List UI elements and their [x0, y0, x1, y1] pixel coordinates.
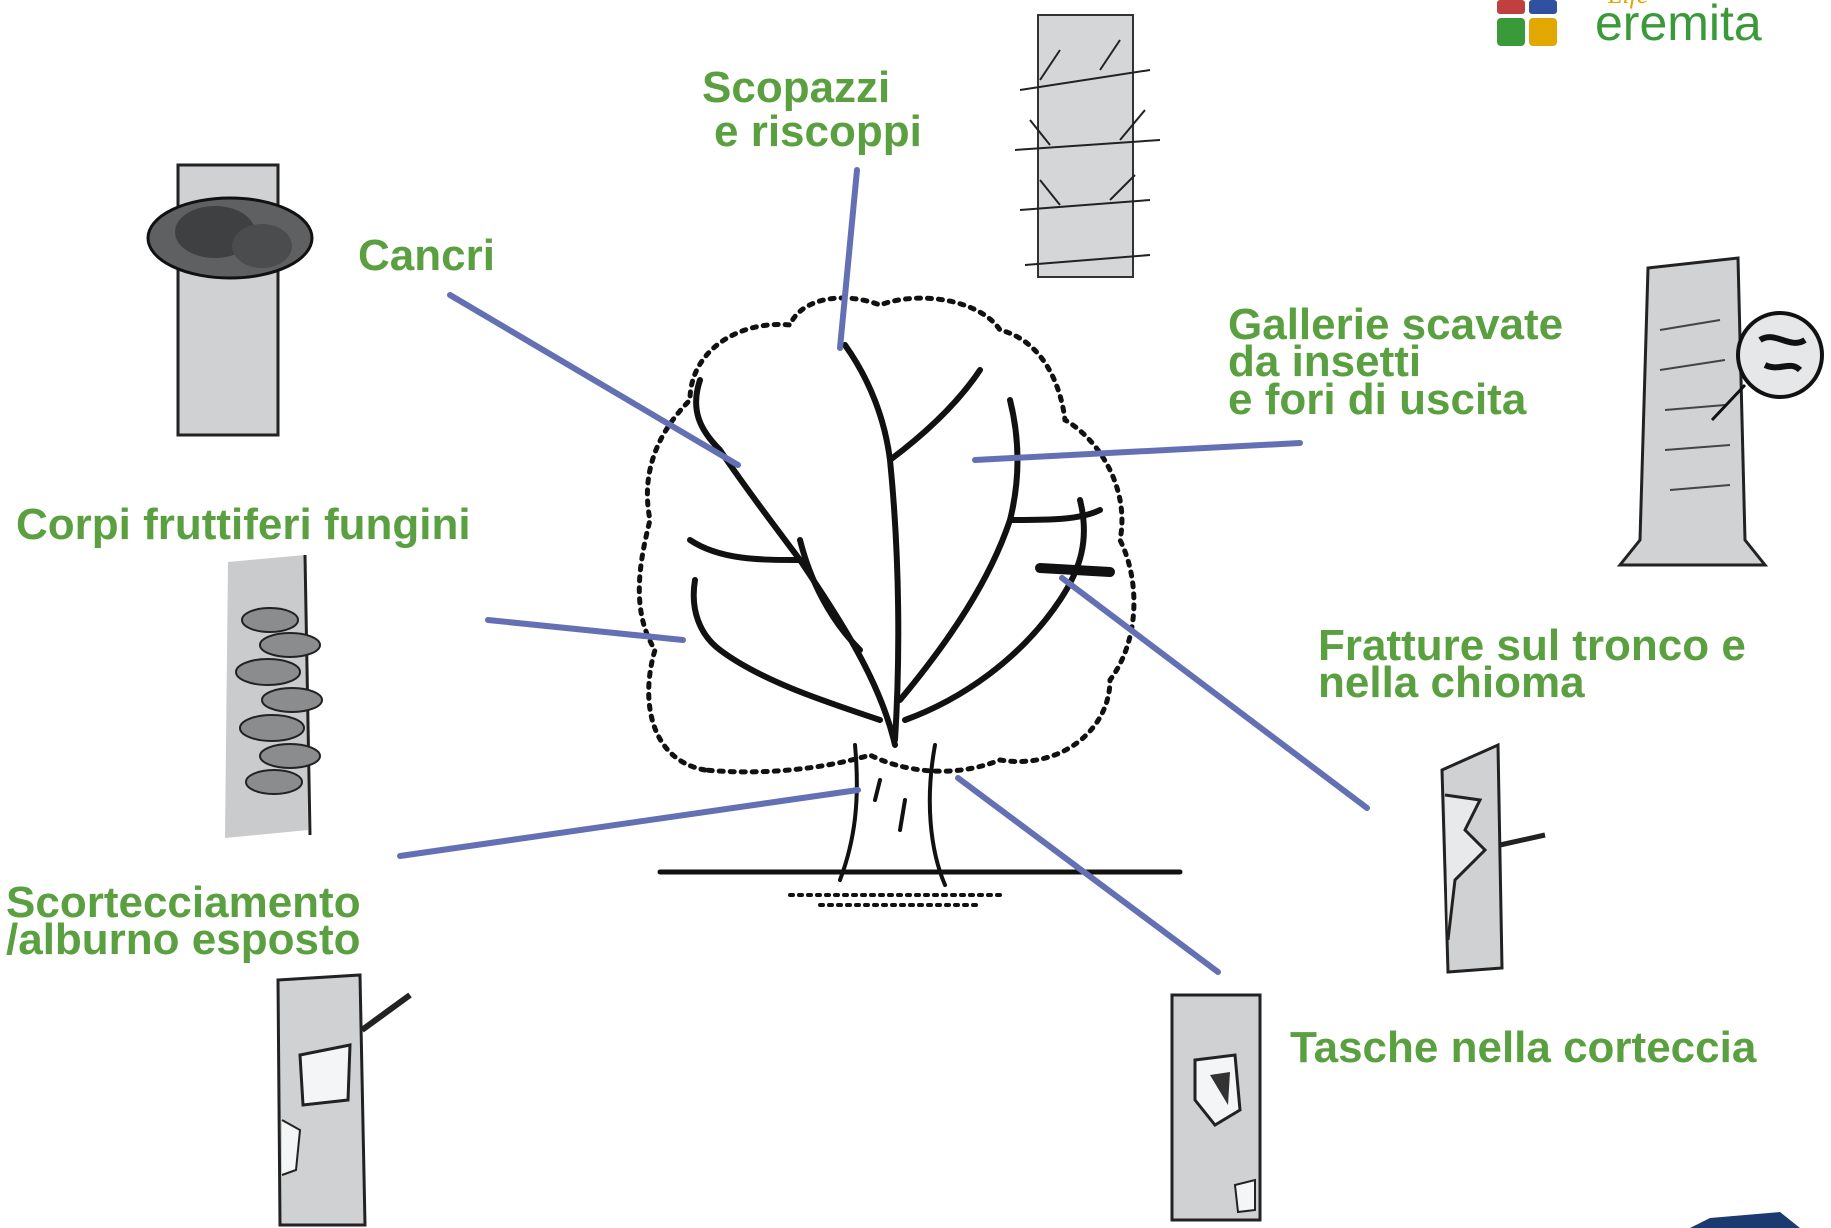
leader-lines: [400, 170, 1367, 972]
branches: [690, 345, 1100, 745]
leader-tasche: [958, 778, 1218, 972]
leader-scopazzi: [840, 170, 857, 348]
label-gallerie: Gallerie scavate da insetti e fori di us…: [1228, 306, 1563, 418]
illustration-gallerie: [1620, 258, 1822, 565]
wound-mark: [1040, 568, 1110, 572]
label-scopazzi-line1: Scopazzi: [702, 66, 922, 110]
logo: Life eremita: [1490, 0, 1790, 60]
label-scopazzi: Scopazzi e riscoppi: [702, 66, 922, 154]
leader-scortecciamento: [400, 790, 858, 856]
roots: [790, 895, 1000, 905]
crown-outline: [639, 298, 1134, 772]
label-cancri: Cancri: [358, 234, 495, 278]
label-tasche-text: Tasche nella corteccia: [1290, 1026, 1756, 1070]
illustration-scortecciamento: [278, 975, 410, 1225]
label-corpi: Corpi fruttiferi fungini: [16, 503, 471, 547]
logo-wordmark: eremita: [1595, 0, 1762, 52]
label-cancri-text: Cancri: [358, 234, 495, 278]
illustration-scopazzi: [1015, 15, 1160, 277]
illustration-corpi: [225, 555, 322, 838]
label-gallerie-line3: e fori di uscita: [1228, 381, 1563, 418]
illustration-cancri: [148, 165, 312, 435]
central-tree: [639, 298, 1180, 905]
label-corpi-text: Corpi fruttiferi fungini: [16, 503, 471, 547]
leader-corpi: [488, 620, 683, 640]
corner-mark: [1690, 1212, 1800, 1228]
label-scortecciamento: Scortecciamento /alburno esposto: [6, 884, 361, 959]
leader-gallerie: [975, 443, 1300, 460]
label-tasche: Tasche nella corteccia: [1290, 1026, 1756, 1070]
label-scopazzi-line2: e riscoppi: [702, 110, 922, 154]
label-scortecciamento-line2: /alburno esposto: [6, 921, 361, 958]
illustration-fratture: [1442, 745, 1545, 972]
illustration-tasche: [1172, 995, 1260, 1220]
label-fratture: Fratture sul tronco e nella chioma: [1318, 627, 1746, 702]
